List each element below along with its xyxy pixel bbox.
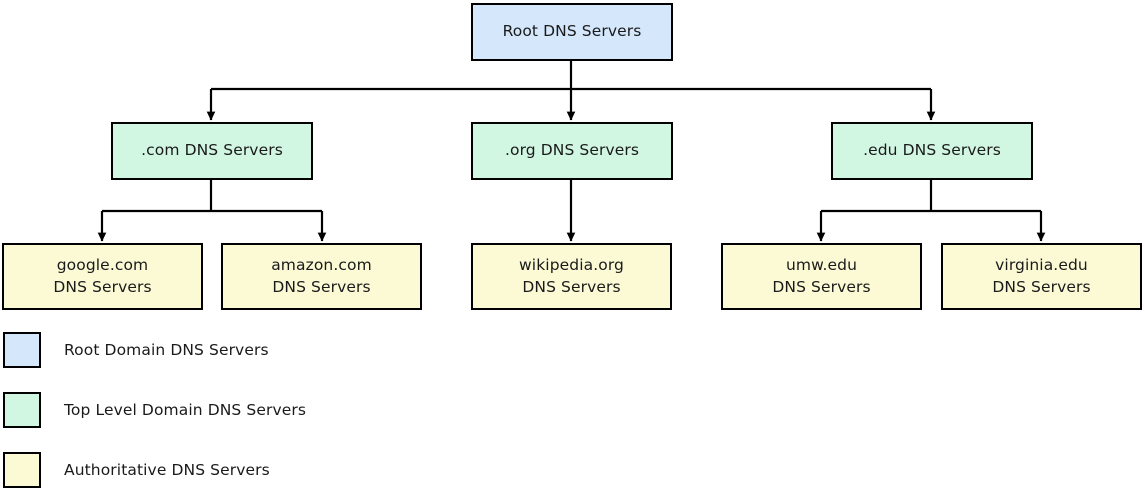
node-tld-org[interactable]: .org DNS Servers [471, 122, 673, 180]
node-authoritative-wikipedia-domain: wikipedia.org [519, 256, 624, 275]
node-tld-edu[interactable]: .edu DNS Servers [831, 122, 1033, 180]
legend-item-tld: Top Level Domain DNS Servers [3, 392, 306, 428]
node-authoritative-google[interactable]: google.com DNS Servers [2, 243, 203, 310]
node-authoritative-umw[interactable]: umw.edu DNS Servers [721, 243, 922, 310]
node-authoritative-umw-sublabel: DNS Servers [772, 277, 871, 296]
legend-label-root: Root Domain DNS Servers [64, 341, 269, 359]
node-authoritative-virginia[interactable]: virginia.edu DNS Servers [941, 243, 1142, 310]
node-tld-com[interactable]: .com DNS Servers [111, 122, 313, 180]
node-tld-org-label: .org DNS Servers [504, 141, 640, 160]
legend-item-authoritative: Authoritative DNS Servers [3, 452, 270, 488]
node-authoritative-virginia-domain: virginia.edu [995, 256, 1088, 275]
node-tld-com-label: .com DNS Servers [141, 141, 283, 160]
node-authoritative-wikipedia-sublabel: DNS Servers [522, 277, 621, 296]
node-authoritative-amazon-sublabel: DNS Servers [272, 277, 371, 296]
node-root-dns-servers[interactable]: Root DNS Servers [471, 3, 673, 61]
node-authoritative-wikipedia[interactable]: wikipedia.org DNS Servers [471, 243, 672, 310]
legend-swatch-tld [3, 392, 41, 428]
node-authoritative-amazon-domain: amazon.com [271, 256, 372, 275]
node-authoritative-amazon[interactable]: amazon.com DNS Servers [221, 243, 422, 310]
node-tld-edu-label: .edu DNS Servers [863, 141, 1001, 160]
node-authoritative-google-domain: google.com [56, 256, 149, 275]
node-authoritative-google-sublabel: DNS Servers [53, 277, 152, 296]
legend-swatch-authoritative [3, 452, 41, 488]
node-authoritative-virginia-sublabel: DNS Servers [992, 277, 1091, 296]
legend-swatch-root [3, 332, 41, 368]
legend-label-authoritative: Authoritative DNS Servers [64, 461, 270, 479]
node-root-label: Root DNS Servers [502, 22, 642, 41]
edge-com-bus [102, 180, 322, 213]
legend-label-tld: Top Level Domain DNS Servers [64, 401, 306, 419]
edge-edu-bus [821, 180, 1041, 213]
legend-item-root: Root Domain DNS Servers [3, 332, 269, 368]
node-authoritative-umw-domain: umw.edu [785, 256, 857, 275]
edge-root-to-tld-bus [211, 61, 931, 91]
